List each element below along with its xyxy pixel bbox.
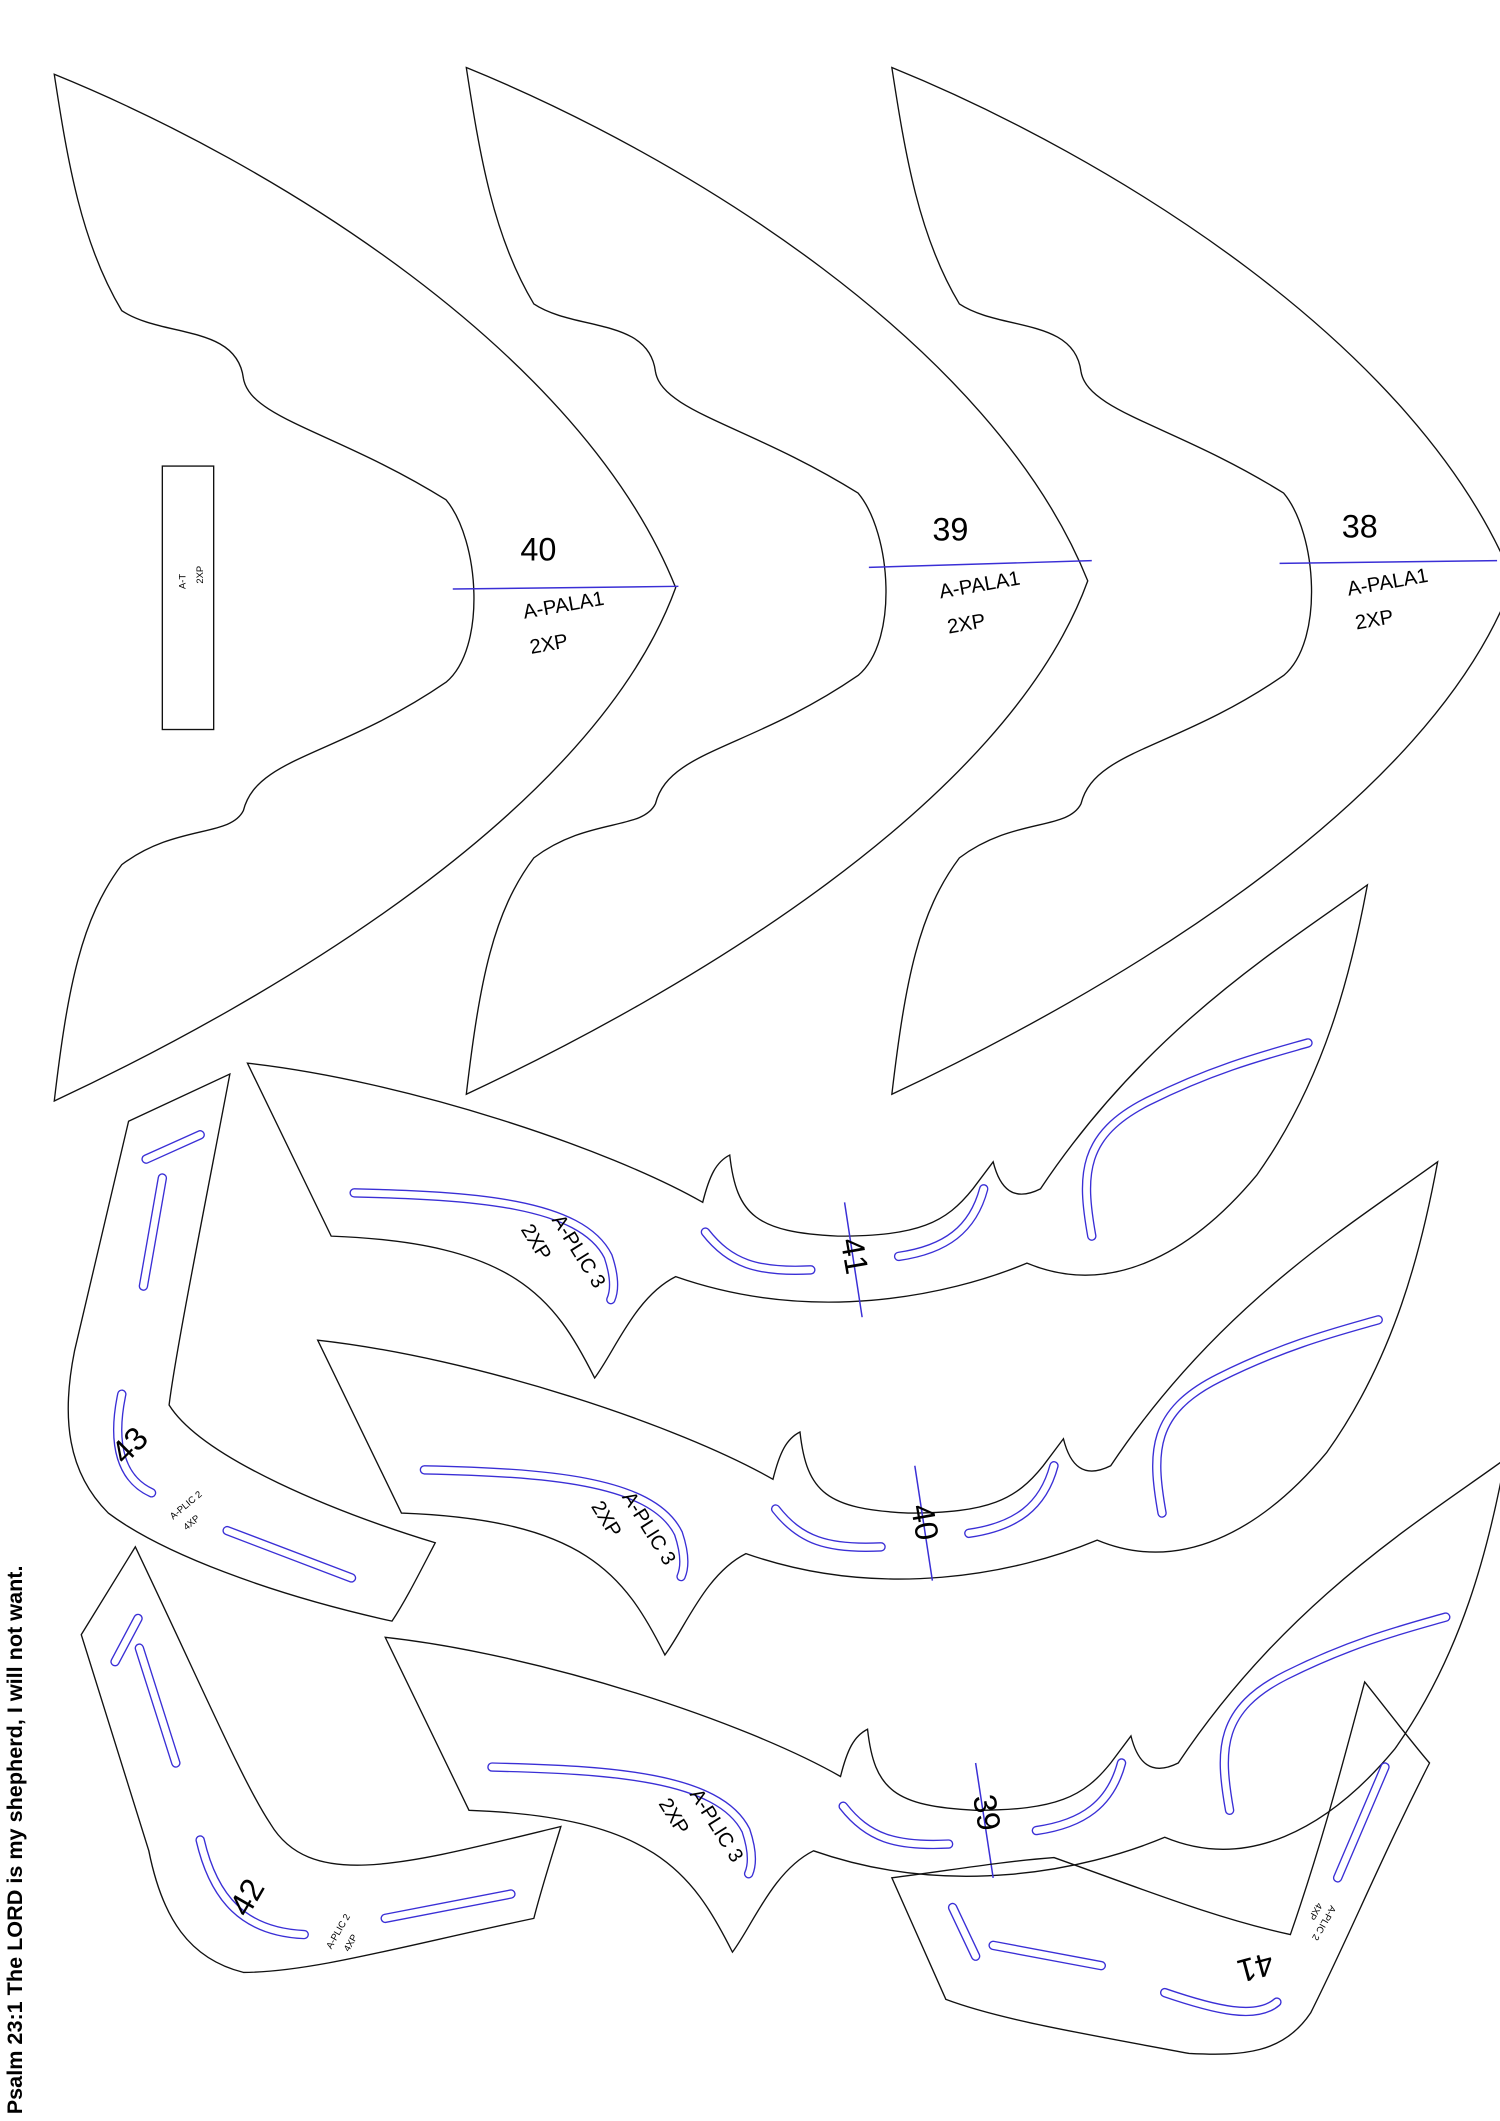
piece-number: 42 — [222, 1873, 271, 1922]
grain-line — [1279, 559, 1498, 565]
piece-qty: 2XP — [946, 610, 988, 638]
piece-qty: 2XP — [516, 1220, 555, 1264]
piece-name: A-PALA1 — [938, 568, 1022, 604]
piece-qty: 4XP — [342, 1933, 360, 1954]
piece-qty: 2XP — [528, 630, 570, 658]
piece-qty: 4XP — [182, 1513, 203, 1533]
piece-plic2-41: 41 A-PLIC 2 4XP — [890, 1680, 1431, 2055]
piece-name: A-T — [177, 574, 188, 589]
piece-name: A-PALA1 — [1346, 565, 1430, 601]
piece-qty: 2XP — [1354, 606, 1396, 634]
psalm-caption: Psalm 23:1 The LORD is my shepherd, I wi… — [2, 1565, 27, 2114]
grain-line — [868, 559, 1092, 569]
piece-name: A-PALA1 — [521, 588, 605, 624]
piece-number: 41 — [1233, 1945, 1277, 1989]
piece-name: A-PLIC 2 — [168, 1489, 204, 1522]
piece-qty: 2XP — [195, 566, 206, 584]
piece-number: 40 — [520, 532, 556, 568]
piece-number: 41 — [834, 1235, 876, 1277]
piece-plic3-40: 40 A-PLIC 3 2XP — [317, 1161, 1439, 1656]
piece-qty: 2XP — [654, 1795, 693, 1839]
piece-plic3-41: 41 A-PLIC 3 2XP — [246, 884, 1369, 1379]
piece-number: 43 — [104, 1420, 155, 1471]
piece-pala-39: 39 A-PALA1 2XP — [465, 66, 1092, 1095]
piece-qty: 2XP — [586, 1497, 625, 1541]
piece-number: 39 — [932, 511, 968, 547]
piece-plic2-43: 43 A-PLIC 2 4XP — [67, 1072, 437, 1622]
piece-strip-a-t: A-T 2XP — [161, 465, 215, 731]
grain-line — [843, 1202, 863, 1318]
grain-line — [452, 585, 679, 590]
piece-pala-40: 40 A-PALA1 2XP — [53, 73, 679, 1102]
grain-line — [974, 1762, 994, 1878]
piece-number: 38 — [1342, 509, 1378, 545]
grain-line — [914, 1465, 934, 1581]
piece-number: 39 — [966, 1792, 1008, 1834]
piece-plic2-42: 42 A-PLIC 2 4XP — [80, 1545, 562, 1974]
piece-number: 40 — [904, 1501, 946, 1543]
